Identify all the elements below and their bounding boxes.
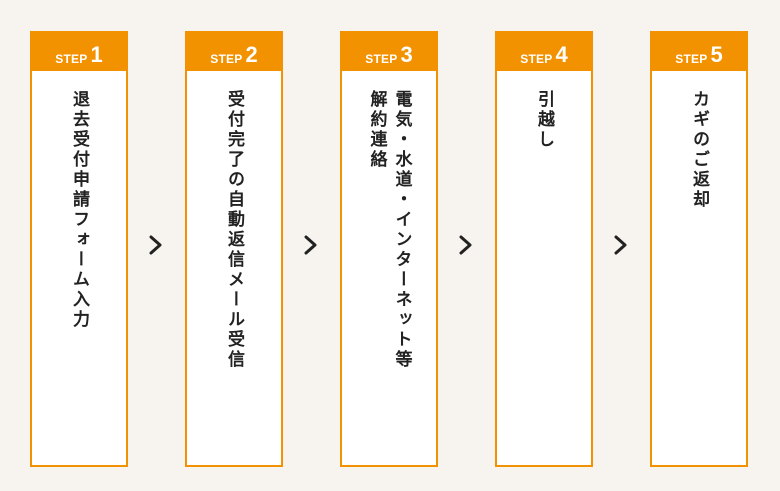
step-4-number: 4 [555,42,568,67]
step-2-body: 受付完了の自動返信メール受信 [187,71,281,370]
step-1-card: STEP 1 退去受付申請フォーム入力 [30,31,128,467]
step-1-body: 退去受付申請フォーム入力 [32,71,126,330]
step-2-number: 2 [245,42,258,67]
step-5-body: カギのご返却 [652,71,746,210]
step-5-number: 5 [710,42,723,67]
chevron-right-icon [297,229,325,261]
step-2-header: STEP 2 [187,33,281,71]
step-3-label: STEP [365,52,398,66]
step-2-text: 受付完了の自動返信メール受信 [224,90,244,370]
step-1-header: STEP 1 [32,33,126,71]
step-4-header: STEP 4 [497,33,591,71]
step-2-card: STEP 2 受付完了の自動返信メール受信 [185,31,283,467]
step-2-label: STEP [210,52,243,66]
step-5-header: STEP 5 [652,33,746,71]
step-3-card: STEP 3 電気・水道・インターネット等 解約連絡 [340,31,438,467]
step-4-text: 引越し [534,90,554,150]
step-5-text: カギのご返却 [689,90,709,210]
step-3-number: 3 [400,42,413,67]
step-1-text: 退去受付申請フォーム入力 [69,90,89,330]
step-3-body: 電気・水道・インターネット等 解約連絡 [342,71,436,370]
step-5-card: STEP 5 カギのご返却 [650,31,748,467]
chevron-right-icon [452,229,480,261]
step-5-label: STEP [675,52,708,66]
step-3-header: STEP 3 [342,33,436,71]
step-1-number: 1 [90,42,103,67]
step-4-body: 引越し [497,71,591,150]
chevron-right-icon [142,229,170,261]
step-3-text-line-2: 解約連絡 [366,90,387,170]
step-1-label: STEP [55,52,88,66]
step-3-text-line-1: 電気・水道・インターネット等 [391,90,412,370]
step-4-card: STEP 4 引越し [495,31,593,467]
step-4-label: STEP [520,52,553,66]
chevron-right-icon [607,229,635,261]
